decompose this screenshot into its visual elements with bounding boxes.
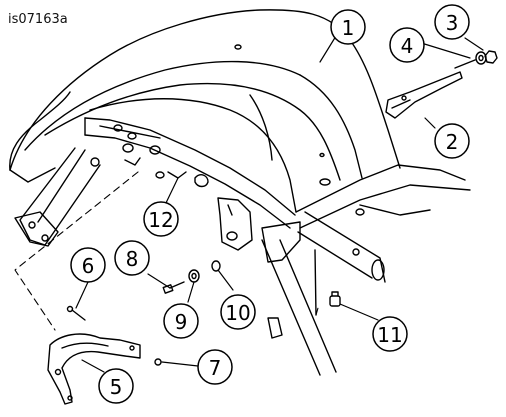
fender-support-rail [84,117,296,251]
washer-part-10 [211,260,221,272]
frame-tubes [261,164,471,376]
callout-10: 10 [225,301,250,325]
callout-9: 9 [175,310,188,334]
rear-fender-part [9,9,401,213]
callout-2: 2 [446,130,459,154]
nut-part-7 [154,358,162,366]
assembly-guide-lines [14,171,319,331]
fender-bracket-part-2 [385,71,463,119]
callout-12: 12 [148,208,173,232]
callout-4: 4 [401,34,414,58]
left-strut [14,147,101,247]
screw-part-8 [162,281,185,294]
washer-part-9 [188,269,200,283]
callout-1: 1 [342,16,355,40]
callout-7: 7 [209,356,222,380]
plug-part-11 [329,291,341,307]
figure-id-label: is07163a [8,12,68,27]
callout-3: 3 [446,11,459,35]
nut-and-washer-parts-3-4 [454,50,498,69]
callout-6: 6 [82,254,95,278]
leader-lines [75,35,484,373]
callout-8: 8 [126,247,139,271]
screw-part-6 [66,305,86,321]
callout-5: 5 [110,375,123,399]
callout-11: 11 [377,323,402,347]
lower-bracket-part-5 [47,333,141,405]
